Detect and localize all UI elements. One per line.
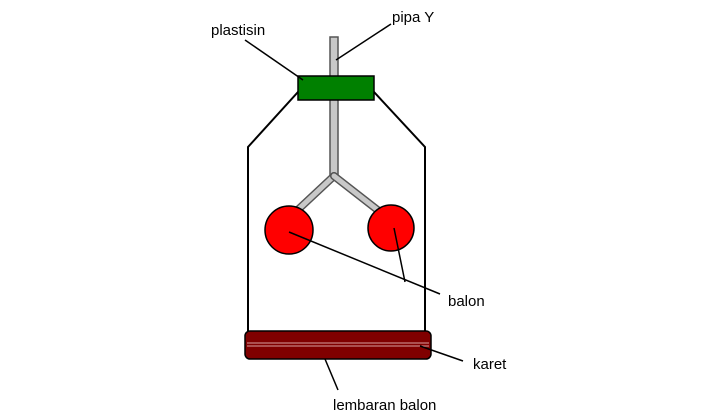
label-balon: balon	[448, 293, 485, 310]
leader-lembaran-balon	[324, 358, 339, 391]
label-plastisin: plastisin	[211, 22, 265, 39]
rubber-sheet	[244, 330, 432, 360]
label-karet: karet	[473, 356, 507, 373]
leader-balon-right	[393, 227, 406, 283]
leader-plastisin	[244, 39, 304, 81]
right-balloon	[367, 204, 415, 252]
plastisin-stopper	[297, 75, 375, 101]
leader-balon-left	[288, 231, 441, 295]
leader-karet	[419, 345, 464, 362]
y-pipe-stem	[329, 36, 339, 178]
left-balloon	[264, 205, 314, 255]
y-pipe-right-branch-inner	[331, 173, 387, 218]
label-pipa-y: pipa Y	[392, 9, 434, 26]
label-lembaran-balon: lembaran balon	[333, 397, 436, 414]
leader-pipa-y	[335, 23, 392, 61]
